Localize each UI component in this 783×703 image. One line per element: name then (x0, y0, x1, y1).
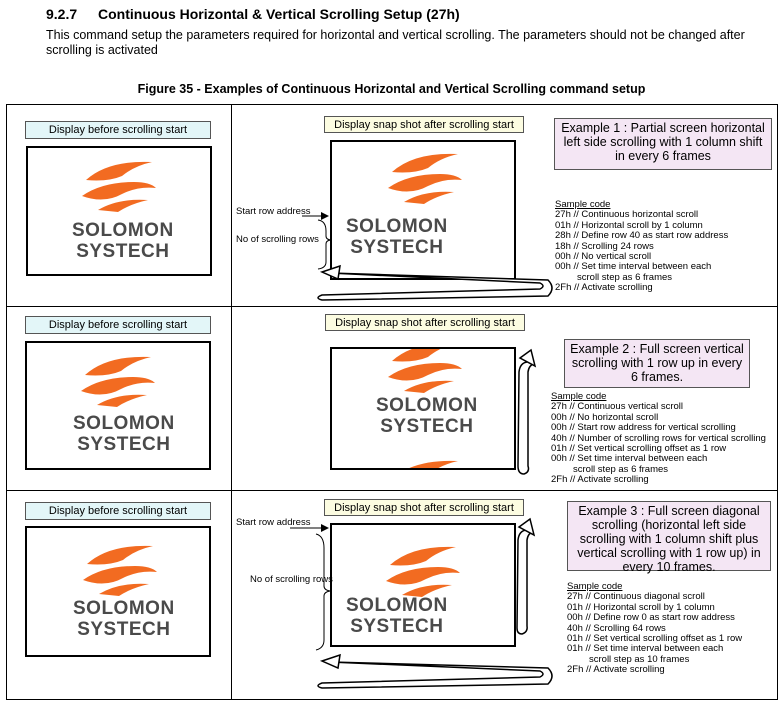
example-3-code: Sample code 27h // Continuous diagonal s… (567, 581, 743, 676)
logo-line2: SYSTECH (350, 616, 444, 637)
scroll-left-arrowhead-3 (319, 653, 341, 670)
logo-swoosh-icon (82, 161, 156, 212)
code-line: 01h // Set vertical scrolling offset as … (551, 443, 727, 455)
code-line: scroll step as 10 frames (589, 653, 690, 665)
code-line: 00h // No horizontal scroll (551, 411, 659, 423)
example-3-title: Example 3 : Full screen diagonal scrolli… (567, 501, 771, 574)
before-label-1: Display before scrolling start (25, 121, 211, 139)
example-2-code-title: Sample code (551, 391, 607, 402)
code-line: 40h // Scrolling 64 rows (567, 622, 666, 634)
section-title: Continuous Horizontal & Vertical Scrolli… (98, 6, 460, 22)
section-heading: 9.2.7 Continuous Horizontal & Vertical Sc… (46, 6, 460, 22)
logo-line2: SYSTECH (77, 434, 171, 455)
example-3-code-title: Sample code (567, 581, 623, 592)
code-line: 00h // Start row address for vertical sc… (551, 422, 736, 434)
example-2-code: Sample code 27h // Continuous vertical s… (551, 391, 766, 486)
code-line: 01h // Horizontal scroll by 1 column (567, 601, 715, 613)
code-line: 01h // Horizontal scroll by 1 column (555, 219, 703, 231)
num-rows-note-3: No of scrolling rows (250, 574, 333, 585)
logo-swoosh-icon (388, 153, 462, 204)
logo-swoosh-icon (83, 545, 157, 596)
column-divider (231, 104, 232, 700)
code-line: scroll step as 6 frames (573, 463, 669, 475)
logo-line1: SOLOMON (73, 413, 175, 434)
start-row-note-3: Start row address (236, 517, 311, 528)
logo-swoosh-partial-icon (409, 460, 458, 468)
logo-line2: SYSTECH (350, 237, 444, 258)
rows-bracket-1 (317, 219, 333, 270)
scroll-up-arrowhead-2 (518, 348, 537, 368)
logo-line1: SOLOMON (346, 216, 448, 237)
after-label-1: Display snap shot after scrolling start (324, 116, 524, 133)
figure-caption: Figure 35 - Examples of Continuous Horiz… (137, 82, 646, 96)
rows-bracket-3 (315, 533, 331, 651)
logo-line2: SYSTECH (380, 416, 474, 437)
code-line: 18h // Scrolling 24 rows (555, 240, 654, 252)
scroll-up-loop-arrow-2 (517, 361, 535, 475)
num-rows-note-1: No of scrolling rows (236, 234, 319, 245)
logo-line1: SOLOMON (72, 220, 174, 241)
logo-swoosh-icon (388, 349, 462, 393)
code-line: 00h // Define row 0 as start row address (567, 612, 735, 624)
code-line: 28h // Define row 40 as start row addres… (555, 230, 729, 242)
code-line: 27h // Continuous horizontal scroll (555, 209, 699, 221)
code-line: 00h // No vertical scroll (555, 251, 652, 263)
row-divider-1 (6, 306, 778, 307)
example-1-code-title: Sample code (555, 199, 611, 210)
after-label-2: Display snap shot after scrolling start (325, 314, 525, 331)
code-line: 27h // Continuous vertical scroll (551, 401, 684, 413)
before-label-2: Display before scrolling start (25, 316, 211, 334)
logo-line2: SYSTECH (77, 619, 171, 640)
example-2-title: Example 2 : Full screen vertical scrolli… (564, 339, 750, 388)
before-label-3: Display before scrolling start (25, 502, 211, 520)
after-label-3: Display snap shot after scrolling start (324, 499, 524, 516)
logo-swoosh-icon (386, 546, 460, 597)
scroll-up-loop-arrow-3 (516, 529, 534, 635)
example-1-title: Example 1 : Partial screen horizontal le… (554, 118, 772, 170)
scroll-left-loop-arrow-3 (317, 661, 553, 689)
scroll-up-arrowhead-3 (517, 517, 536, 537)
code-line: 40h // Number of scrolling rows for vert… (551, 432, 766, 444)
logo-swoosh-icon (81, 356, 155, 407)
code-line: 01h // Set time interval between each (567, 643, 724, 655)
code-line: 2Fh // Activate scrolling (555, 282, 653, 294)
code-line: 2Fh // Activate scrolling (551, 474, 649, 486)
code-line: scroll step as 6 frames (577, 271, 673, 283)
start-row-note-1: Start row address (236, 206, 311, 217)
scroll-left-loop-arrow-1 (317, 272, 553, 301)
code-line: 01h // Set vertical scrolling offset as … (567, 633, 743, 645)
code-line: 00h // Set time interval between each (555, 261, 712, 273)
row-divider-2 (6, 490, 778, 491)
figure-table (6, 104, 778, 700)
logo-line1: SOLOMON (346, 595, 448, 616)
logo-line2: SYSTECH (76, 241, 170, 262)
logo-line1: SOLOMON (376, 395, 478, 416)
code-line: 00h // Set time interval between each (551, 453, 708, 465)
code-line: 2Fh // Activate scrolling (567, 664, 665, 676)
scroll-left-arrowhead-1 (319, 264, 341, 281)
section-intro: This command setup the parameters requir… (46, 28, 745, 57)
section-number: 9.2.7 (46, 6, 78, 22)
code-line: 27h // Continuous diagonal scroll (567, 591, 705, 603)
example-1-code: Sample code 27h // Continuous horizontal… (555, 199, 729, 294)
logo-line1: SOLOMON (73, 598, 175, 619)
